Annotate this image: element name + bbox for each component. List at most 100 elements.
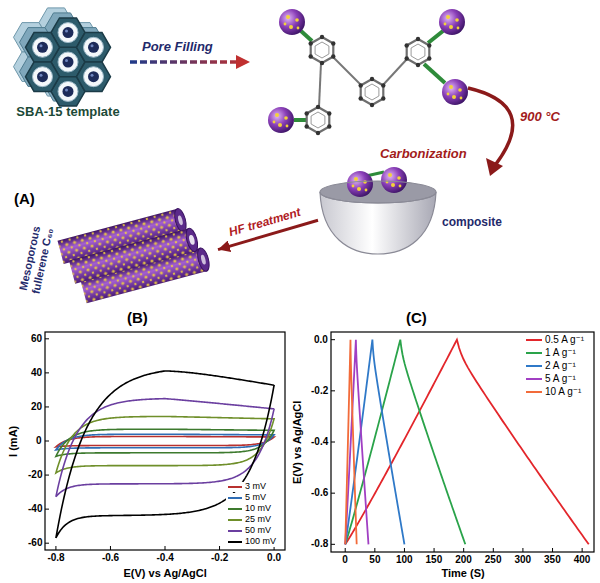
tick-mark — [165, 546, 166, 550]
tick-label: 200 — [455, 554, 472, 566]
tick-mark — [522, 548, 523, 552]
tick-mark — [45, 441, 49, 442]
legend-item: 2 A g⁻¹ — [524, 360, 578, 371]
legend-item: 10 mV — [226, 504, 273, 514]
mesoporous-rods — [58, 204, 212, 306]
gcd-curve — [345, 340, 356, 545]
tick-label: -40 — [28, 503, 42, 515]
tick-label: -0.8 — [311, 538, 328, 550]
tick-label: 400 — [574, 554, 591, 566]
legend-text: 100 mV — [245, 537, 276, 547]
tick-label: 0 — [36, 435, 42, 447]
tick-mark — [45, 509, 49, 510]
gcd-curve — [345, 340, 589, 545]
legend-swatch — [228, 519, 242, 521]
legend-swatch — [526, 339, 542, 341]
node-text: composite — [442, 216, 502, 230]
tick-label: 350 — [544, 554, 561, 566]
legend-item: 5 mV — [226, 493, 268, 503]
tick-label: -0.6 — [311, 487, 328, 499]
axis-title: Time (S) — [442, 567, 485, 580]
tick-label: -0.2 — [211, 552, 228, 564]
tick-mark — [219, 546, 220, 550]
crucible-illustration — [320, 167, 436, 254]
tick-label: 20 — [31, 401, 42, 413]
tick-label: -0.2 — [311, 385, 328, 397]
tick-label: -60 — [28, 537, 42, 549]
legend-swatch — [228, 486, 242, 488]
gcd-curve — [345, 340, 368, 545]
tick-mark — [45, 372, 49, 373]
tick-label: 60 — [31, 333, 42, 345]
legend-swatch — [526, 352, 542, 354]
legend-swatch — [526, 391, 542, 393]
tick-mark — [374, 548, 375, 552]
precursor-molecules — [268, 9, 468, 135]
tick-mark — [345, 548, 346, 552]
legend-text: 5 A g⁻¹ — [545, 373, 576, 384]
legend-text: 25 mV — [245, 515, 271, 525]
legend-text: 1 A g⁻¹ — [545, 347, 576, 358]
tick-mark — [45, 543, 49, 544]
tick-mark — [404, 548, 405, 552]
axis-title: I (mA) — [7, 425, 20, 456]
edge-label: HF treatment — [227, 206, 302, 240]
legend-item: 0.5 A g⁻¹ — [524, 334, 586, 345]
legend-text: 10 A g⁻¹ — [545, 386, 581, 397]
panel-letter: (C) — [406, 309, 427, 326]
tick-mark — [331, 339, 335, 340]
template-illustration — [14, 8, 111, 106]
tick-mark — [331, 493, 335, 494]
tick-mark — [552, 548, 553, 552]
template-label: SBA-15 template — [12, 2, 123, 122]
legend-swatch — [526, 378, 542, 380]
tick-label: -0.4 — [311, 436, 328, 448]
legend-swatch — [228, 541, 242, 543]
panel-letter: (A) — [14, 190, 35, 207]
legend-text: 50 mV — [245, 526, 271, 536]
tick-label: -0.8 — [47, 552, 64, 564]
legend-item: 25 mV — [226, 515, 273, 525]
tick-label: 300 — [514, 554, 531, 566]
tick-mark — [331, 442, 335, 443]
legend-item: 50 mV — [226, 526, 273, 536]
tick-label: -0.4 — [157, 552, 174, 564]
step-label: Pore Filling — [142, 40, 213, 55]
tick-label: 40 — [31, 367, 42, 379]
legend-item: 3 mV — [226, 482, 268, 492]
tick-mark — [110, 546, 111, 550]
tick-label: 50 — [369, 554, 380, 566]
cv-curve — [56, 434, 274, 450]
axis-title: E(V) vs Ag/AgCl — [124, 567, 207, 580]
cv-curve — [56, 399, 274, 497]
condition-label: 900 °C — [520, 110, 560, 125]
composite-label: composite — [318, 176, 504, 250]
tick-label: 0.0 — [267, 552, 281, 564]
cv-curve — [56, 429, 274, 456]
tick-mark — [463, 548, 464, 552]
tick-label: 0 — [342, 554, 348, 566]
legend-item: 100 mV — [226, 537, 278, 547]
legend-item: 5 A g⁻¹ — [524, 373, 578, 384]
legend-item: 1 A g⁻¹ — [524, 347, 578, 358]
tick-mark — [45, 406, 49, 407]
material-label: Mesoporous fullerene C₆₀ — [6, 212, 218, 306]
legend-item: 10 A g⁻¹ — [524, 386, 583, 397]
tick-label: 100 — [396, 554, 413, 566]
gcd-curve — [345, 340, 404, 545]
cv-curve — [56, 436, 274, 446]
tick-mark — [331, 390, 335, 391]
tick-mark — [493, 548, 494, 552]
axis-title: E(V) vs Ag/AgCl — [291, 400, 304, 483]
legend-text: 5 mV — [245, 493, 266, 503]
tick-mark — [434, 548, 435, 552]
tick-mark — [55, 546, 56, 550]
plot-frame — [331, 332, 594, 552]
tick-label: 250 — [485, 554, 502, 566]
process-arrow — [468, 88, 513, 176]
legend-swatch — [228, 508, 242, 510]
